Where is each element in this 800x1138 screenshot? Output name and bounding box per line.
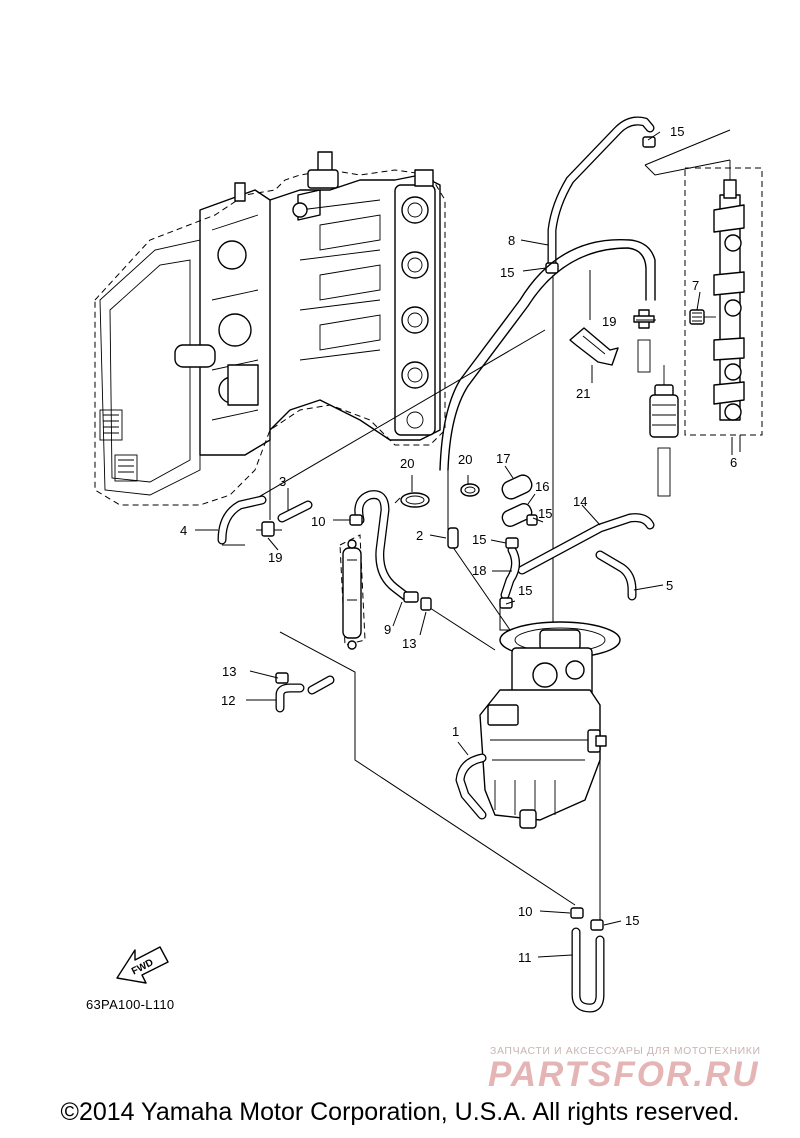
hose-11 (570, 907, 605, 1013)
hose-5 (595, 550, 637, 601)
drawing-code: 63PA100-L110 (86, 997, 175, 1012)
spring-clamps-20 (394, 483, 480, 508)
callout-14: 14 (573, 494, 587, 509)
callout-11: 11 (518, 950, 532, 965)
fuel-rail-assembly (684, 160, 763, 436)
callout-19: 19 (268, 550, 282, 565)
callout-10: 10 (311, 514, 325, 529)
hose-9 (349, 490, 432, 611)
callout-4: 4 (180, 523, 187, 538)
vapor-separator-small (339, 534, 366, 650)
callout-15: 15 (670, 124, 684, 139)
callout-17: 17 (496, 451, 510, 466)
callout-2: 2 (416, 528, 423, 543)
callout-20: 20 (458, 452, 472, 467)
callout-18: 18 (472, 563, 486, 578)
callout-1: 1 (452, 724, 459, 739)
callout-15: 15 (472, 532, 486, 547)
callout-13: 13 (402, 636, 416, 651)
callout-16: 16 (535, 479, 549, 494)
callout-3: 3 (279, 474, 286, 489)
callout-12: 12 (221, 693, 235, 708)
hoses-14-18 (499, 513, 655, 609)
callout-5: 5 (666, 578, 673, 593)
watermark-logo: PARTSFOR.RU (488, 1055, 760, 1094)
callout-7: 7 (692, 278, 699, 293)
callout-20: 20 (400, 456, 414, 471)
hose-clip-bracket (569, 327, 619, 366)
copyright-notice: ©2014 Yamaha Motor Corporation, U.S.A. A… (60, 1098, 740, 1126)
callout-13: 13 (222, 664, 236, 679)
fuel-line-routing (244, 116, 741, 920)
callout-15: 15 (538, 506, 552, 521)
hoses-left-group (217, 495, 313, 546)
callout-21: 21 (576, 386, 590, 401)
callout-15: 15 (500, 265, 514, 280)
callout-9: 9 (384, 622, 391, 637)
hose-12 (275, 672, 335, 713)
vapor-separator-tank (479, 621, 621, 829)
damper-sleeve-parts (501, 474, 538, 527)
callout-15: 15 (518, 583, 532, 598)
callout-numbers: 15 8 15 7 19 21 6 20 20 17 16 3 14 15 10… (180, 124, 737, 965)
inline-fuel-filter (633, 309, 679, 497)
engine-block-illustration (94, 151, 446, 506)
callout-15: 15 (625, 913, 639, 928)
forward-direction-indicator: FWD (116, 946, 169, 984)
watermark-tagline: ЗАПЧАСТИ И АКСЕССУАРЫ ДЛЯ МОТОТЕХНИКИ (490, 1045, 761, 1057)
callout-6: 6 (730, 455, 737, 470)
callout-19: 19 (602, 314, 616, 329)
callout-10: 10 (518, 904, 532, 919)
callout-8: 8 (508, 233, 515, 248)
hose-1 (455, 753, 487, 820)
callout-leaders (195, 131, 733, 958)
hose-2 (447, 527, 459, 549)
